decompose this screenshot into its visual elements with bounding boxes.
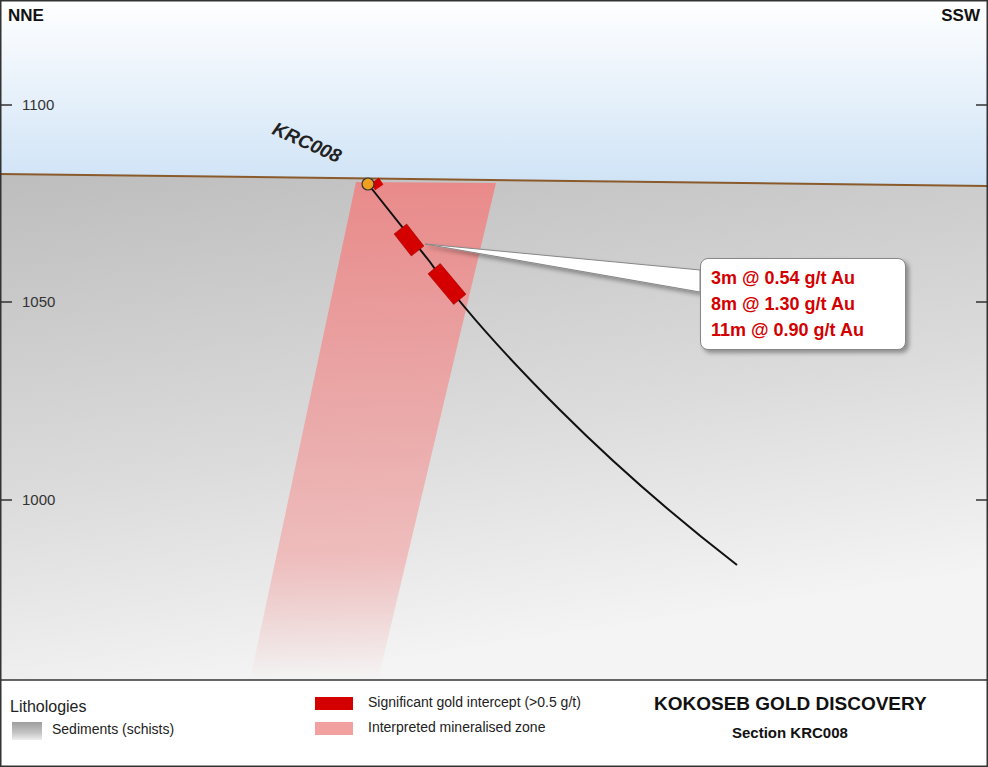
- direction-label: SSW: [941, 6, 980, 26]
- callout-pointer: [425, 244, 700, 292]
- callout-box: 3m @ 0.54 g/t Au8m @ 1.30 g/t Au11m @ 0.…: [700, 258, 906, 350]
- elevation-label: 1000: [22, 491, 55, 508]
- elevation-label: 1050: [22, 293, 55, 310]
- intercept-value: 3m @ 0.54 g/t Au: [711, 265, 895, 291]
- diagram-title: KOKOSEB GOLD DISCOVERY: [654, 693, 927, 715]
- collar: [362, 178, 374, 190]
- mineralised-zone: [250, 182, 496, 680]
- elevation-label: 1100: [22, 96, 54, 113]
- elevation-ticks: [0, 105, 988, 500]
- legend-text: Significant gold intercept (>0.5 g/t): [368, 694, 581, 710]
- legend-swatch: [315, 722, 353, 735]
- gold-intercept: [394, 224, 424, 256]
- frame-line: [0, 679, 988, 681]
- legend-text: Interpreted mineralised zone: [368, 719, 545, 735]
- legend-swatch: [12, 722, 42, 740]
- legend-panel: [0, 680, 988, 767]
- drill-hole: [368, 184, 737, 565]
- intercept-value: 11m @ 0.90 g/t Au: [711, 317, 895, 343]
- ground: [0, 174, 988, 680]
- gold-intercept: [428, 264, 466, 305]
- legend-text: Sediments (schists): [52, 721, 174, 737]
- intercept-value: 8m @ 1.30 g/t Au: [711, 291, 895, 317]
- ground-surface: [0, 174, 988, 186]
- legend-heading: Lithologies: [10, 698, 87, 716]
- diagram-caption: Section KRC008: [732, 724, 848, 741]
- sky: [0, 0, 988, 185]
- legend-swatch: [315, 697, 353, 710]
- direction-label: NNE: [8, 6, 44, 26]
